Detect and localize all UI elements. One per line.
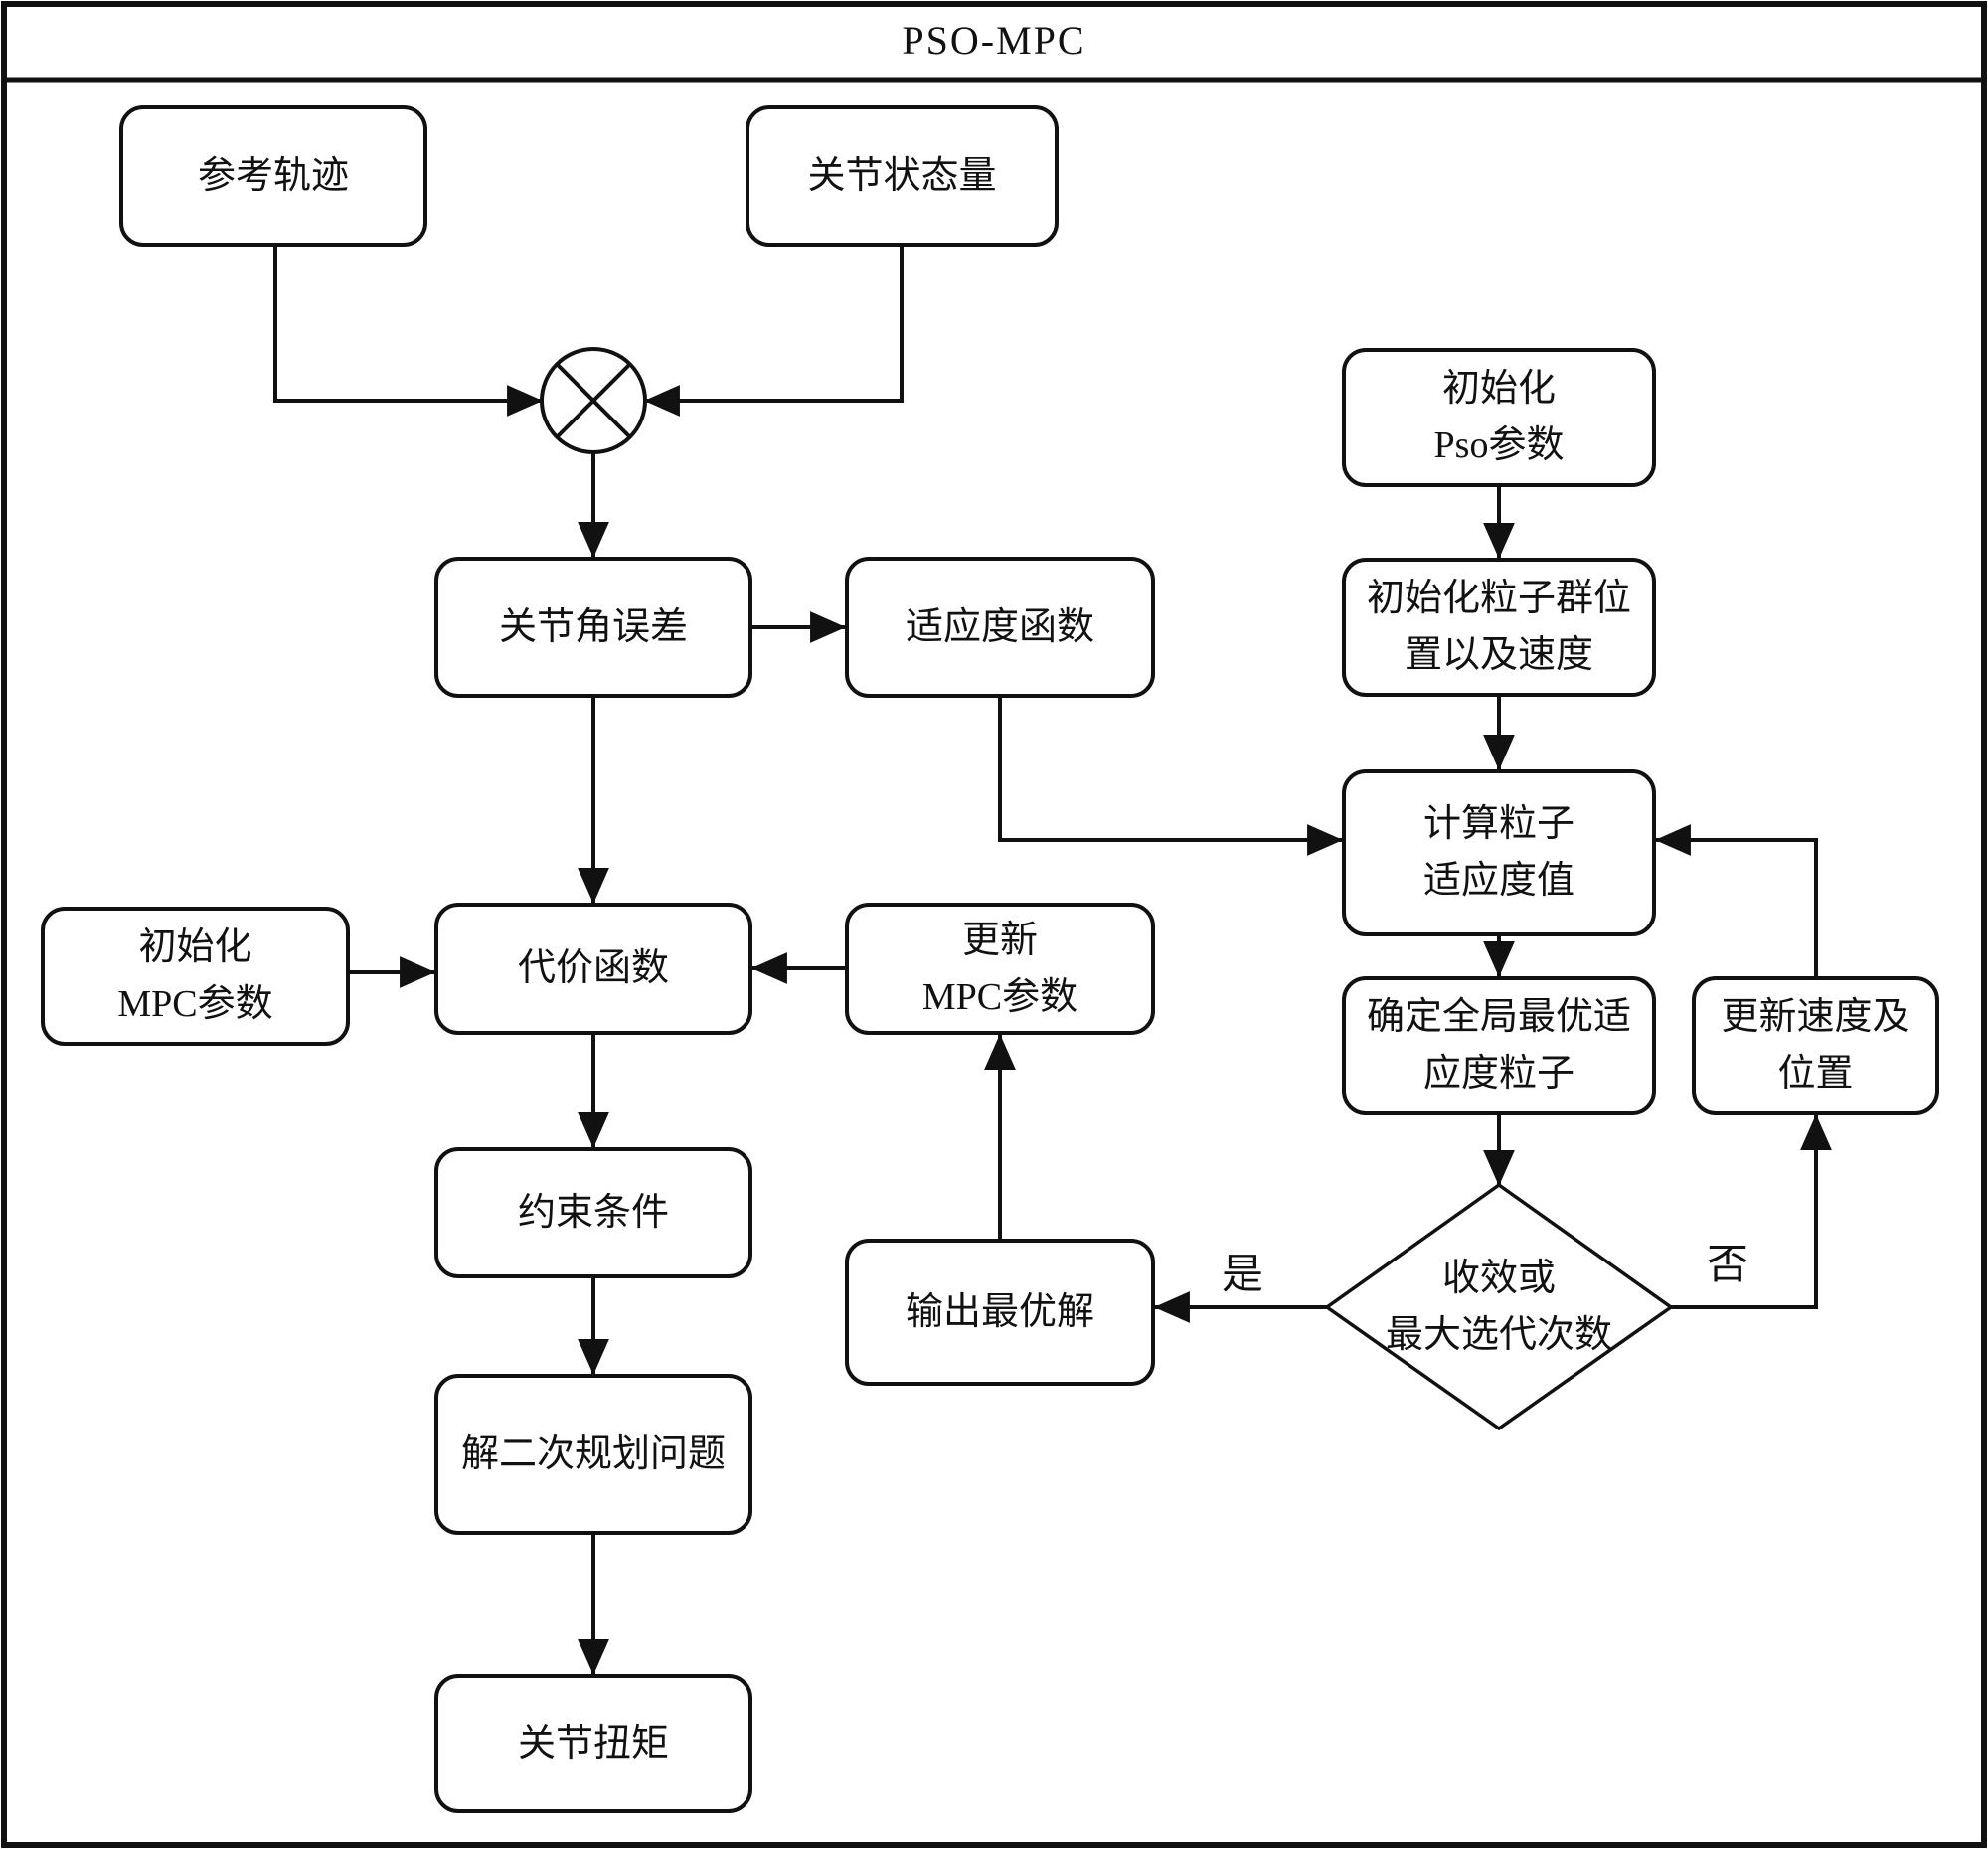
node-compute-fitness: 计算粒子 适应度值 <box>1342 769 1656 936</box>
edge-jointstate-to-sum <box>643 247 904 417</box>
node-init-mpc: 初始化 MPC参数 <box>41 907 350 1046</box>
node-label: 更新速度及 位置 <box>1721 996 1910 1094</box>
node-label: 计算粒子 适应度值 <box>1422 803 1574 902</box>
node-label: 参考轨迹 <box>197 154 349 197</box>
node-solve-qp: 解二次规划问题 <box>434 1374 752 1535</box>
decision-diamond <box>1323 1182 1675 1431</box>
branch-label-no: 否 <box>1706 1242 1748 1288</box>
node-reference-trajectory: 参考轨迹 <box>119 105 427 247</box>
node-label: 关节状态量 <box>807 154 997 197</box>
edge-decision-no-to-updatevel <box>1671 1113 1832 1309</box>
node-update-velocity: 更新速度及 位置 <box>1692 976 1939 1115</box>
node-label: 适应度函数 <box>905 605 1094 648</box>
node-label: 解二次规划问题 <box>460 1432 726 1475</box>
diagram-title: PSO-MPC <box>902 17 1086 63</box>
node-output-best: 输出最优解 <box>845 1239 1155 1386</box>
sum-junction-icon <box>540 347 647 454</box>
node-label: 收效或 最大选代次数 <box>1385 1258 1612 1356</box>
node-label: 关节扭矩 <box>517 1722 669 1765</box>
node-joint-torque: 关节扭矩 <box>434 1674 752 1813</box>
node-label: 初始化 Pso参数 <box>1433 368 1565 466</box>
node-cost-function: 代价函数 <box>434 903 752 1035</box>
edge-reference-to-sum <box>273 247 544 417</box>
node-label: 更新 MPC参数 <box>921 919 1078 1018</box>
node-label: 初始化粒子群位 置以及速度 <box>1366 578 1631 676</box>
node-label: 约束条件 <box>517 1191 669 1234</box>
node-joint-state: 关节状态量 <box>746 105 1059 247</box>
branch-label-yes: 是 <box>1221 1252 1263 1298</box>
node-global-best: 确定全局最优适 应度粒子 <box>1342 976 1656 1115</box>
node-label: 输出最优解 <box>905 1290 1094 1333</box>
node-label: 代价函数 <box>517 947 669 989</box>
edge-fitness-fn-to-compute <box>998 698 1344 856</box>
node-joint-angle-error: 关节角误差 <box>434 557 752 698</box>
node-label: 初始化 MPC参数 <box>117 926 273 1025</box>
edge-updatevel-to-compute <box>1654 824 1818 976</box>
node-label: 确定全局最优适 应度粒子 <box>1366 996 1631 1094</box>
node-decision: 收效或 最大选代次数 <box>1352 1245 1646 1370</box>
node-constraints: 约束条件 <box>434 1147 752 1278</box>
node-init-pso: 初始化 Pso参数 <box>1342 348 1656 487</box>
node-label: 关节角误差 <box>498 605 688 648</box>
node-init-swarm: 初始化粒子群位 置以及速度 <box>1342 558 1656 697</box>
node-fitness-function: 适应度函数 <box>845 557 1155 698</box>
node-update-mpc: 更新 MPC参数 <box>845 903 1155 1035</box>
